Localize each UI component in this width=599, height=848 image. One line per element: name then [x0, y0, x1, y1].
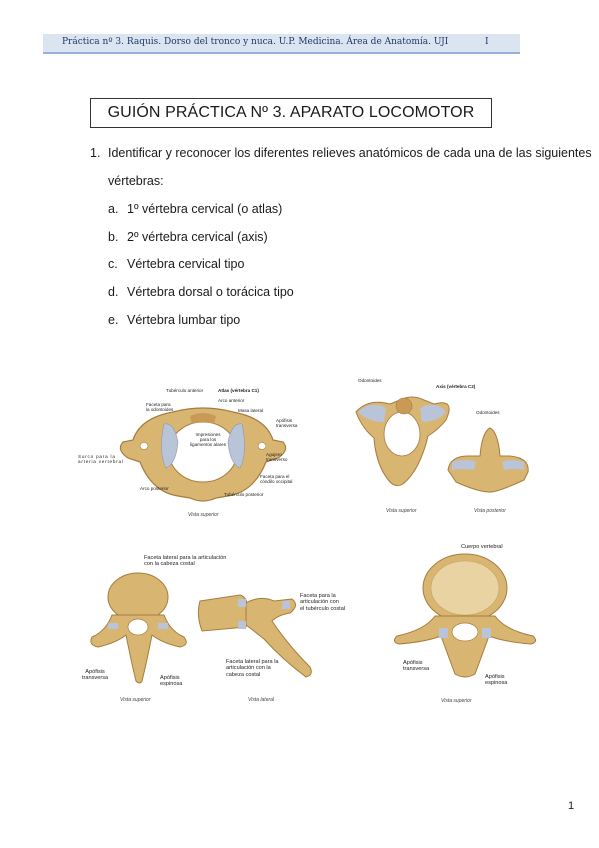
lumbar-view-superior: Vista superior [441, 698, 472, 704]
list-item-text: 1º vértebra cervical (o atlas) [127, 202, 283, 216]
axis-view-posterior: Vista posterior [474, 508, 506, 514]
list-item-letter: a. [108, 202, 119, 216]
list-item-letter: e. [108, 313, 119, 327]
axis-view-superior: Vista superior [386, 508, 417, 514]
atlas-illustration [119, 407, 287, 502]
label-odontoides-posterior: Odontoides [476, 410, 500, 415]
running-header: Práctica nº 3. Raquis. Dorso del tronco … [43, 34, 520, 54]
question-text-line2: vértebras: [108, 174, 164, 188]
label-faceta-odontoides: Faceta para la odontoides [146, 402, 174, 413]
thoracic-vertebra-figure: Faceta lateral para la articulación con … [78, 555, 368, 710]
label-faceta-lateral-cabeza-costal: Faceta lateral para la articulación con … [144, 555, 227, 568]
label-impresiones: Impresiones para los ligamentos alares [190, 432, 227, 448]
list-item-letter: d. [108, 285, 119, 299]
atlas-title: Atlas (vértebra C1) [218, 388, 259, 393]
atlas-view-label: Vista superior [188, 512, 219, 518]
atlas-figure: Tubérculo anterior Atlas (vértebra C1) A… [78, 382, 328, 522]
header-text: Práctica nº 3. Raquis. Dorso del tronco … [62, 37, 449, 47]
label-tuberculo-posterior: Tubérculo posterior [224, 492, 264, 497]
label-tuberculo-anterior: Tubérculo anterior [166, 388, 204, 393]
question-number: 1. [90, 146, 101, 160]
label-cuerpo-vertebral: Cuerpo vertebral [461, 544, 503, 550]
thoracic-illustration [90, 572, 312, 684]
thoracic-view-superior: Vista superior [120, 697, 151, 703]
thoracic-view-lateral: Vista lateral [248, 697, 275, 703]
label-apofisis-espinosa: Apófisis espinosa [160, 675, 183, 688]
label-arco-anterior: Arco anterior [218, 398, 245, 403]
header-page-numeral: I [485, 37, 489, 47]
label-faceta-lateral-cabeza-costal-inferior: Faceta lateral para la articulación con … [226, 659, 279, 678]
label-agujero-transverso: Agujero transverso [266, 452, 288, 463]
axis-figure: Odontoides Axis (vértebra C2) Odontoides… [348, 372, 533, 522]
label-apofisis-transversa: Apófisis transversa [82, 669, 109, 682]
list-item-letter: c. [108, 257, 118, 271]
list-item-text: Vértebra lumbar tipo [127, 313, 241, 327]
label-odontoides-superior: Odontoides [358, 378, 382, 383]
question-text-line1: Identificar y reconocer los diferentes r… [108, 146, 592, 160]
page-number: 1 [568, 800, 575, 812]
label-apofisis-transversa-lumbar: Apófisis transversa [403, 660, 430, 673]
label-faceta-tuberculo-costal: Faceta para la articulación con el tubér… [300, 593, 346, 612]
label-arco-posterior: Arco posterior [140, 486, 169, 491]
label-masa-lateral: Masa lateral [238, 408, 264, 413]
page-title: GUIÓN PRÁCTICA Nº 3. APARATO LOCOMOTOR [90, 98, 492, 128]
axis-title: Axis (vértebra C2) [436, 384, 476, 389]
label-apofisis-espinosa-lumbar: Apófisis espinosa [485, 674, 508, 687]
label-apofisis-transversa: Apófisis transversa [276, 418, 298, 429]
list-item-text: Vértebra cervical tipo [127, 257, 245, 271]
label-surco: Surco para la arteria vertebral [78, 454, 124, 465]
list-item-text: 2º vértebra cervical (axis) [127, 230, 268, 244]
list-item-text: Vértebra dorsal o torácica tipo [127, 285, 294, 299]
label-faceta-condilo: Faceta para el cóndilo occipital [260, 474, 293, 485]
axis-illustration [355, 396, 529, 493]
lumbar-vertebra-figure: Cuerpo vertebral Apófisis transversa Apó… [385, 540, 545, 710]
list-item-letter: b. [108, 230, 119, 244]
lumbar-illustration [393, 553, 537, 678]
